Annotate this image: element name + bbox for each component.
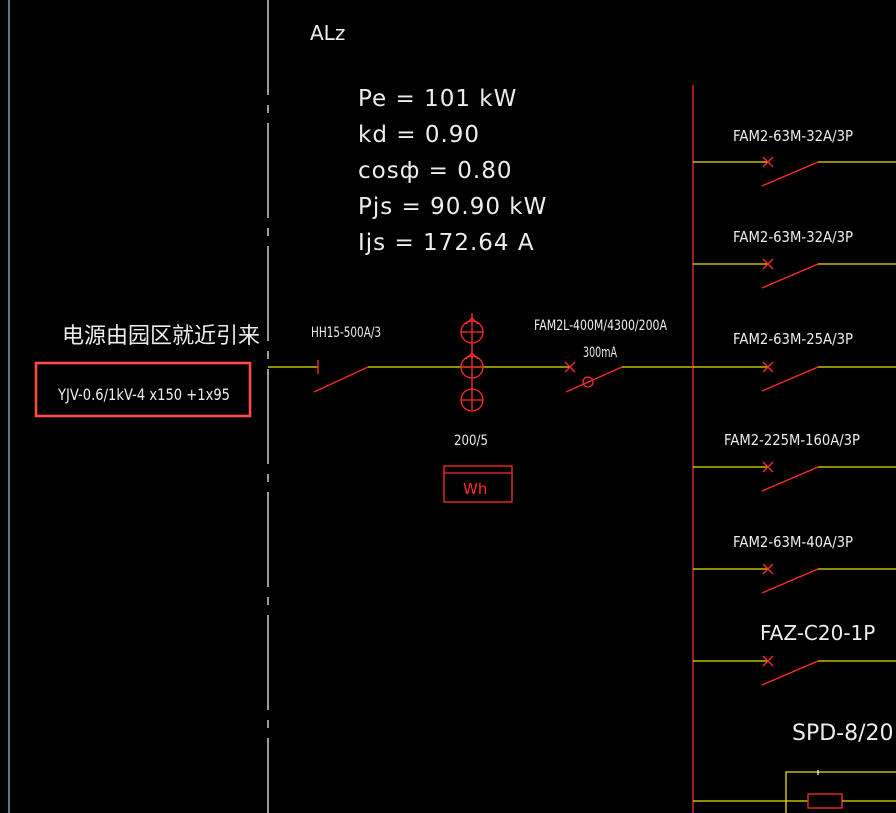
current-transformer-icon: [460, 313, 484, 412]
ct-ratio: 200/5: [454, 433, 488, 449]
branch-breaker-label: FAM2-63M-32A/3P: [733, 127, 853, 145]
branch-breaker-label: FAM2-63M-32A/3P: [733, 228, 853, 246]
branch-circuit-2: FAM2-63M-32A/3P: [693, 228, 896, 289]
breaker-contact-icon: [761, 466, 819, 492]
branch-circuits: FAM2-63M-32A/3P FAM2-63M-32A/3P FAM2-63M-2…: [693, 127, 896, 686]
calc-kd: kd = 0.90: [358, 122, 480, 148]
breaker-cross-icon: [762, 563, 774, 575]
source-title: 电源由园区就近引来: [62, 324, 260, 349]
main-breaker-icon: [548, 361, 693, 393]
calc-ijs: Ijs = 172.64 A: [358, 230, 535, 256]
calc-cos: cosф = 0.80: [358, 158, 512, 184]
leakage-label: 300mA: [583, 345, 617, 361]
spd-icon: [693, 770, 896, 813]
breaker-contact-icon: [761, 366, 819, 392]
isolator-label: HH15-500A/3: [311, 325, 381, 341]
cable-highlight-box: [34, 361, 252, 418]
breaker-contact-icon: [761, 568, 819, 594]
breaker-cross-icon: [762, 461, 774, 473]
breaker-cross-icon: [762, 156, 774, 168]
spd-label: SPD-8/20: [792, 721, 894, 746]
branch-breaker-label: FAM2-225M-160A/3P: [724, 431, 860, 449]
calc-pe: Pe = 101 kW: [358, 86, 517, 112]
panel-name: ALz: [310, 21, 345, 45]
breaker-cross-icon: [762, 258, 774, 270]
isolator-switch: [313, 360, 548, 393]
branch-breaker-label: FAM2-63M-25A/3P: [733, 330, 853, 348]
branch-circuit-5: FAM2-63M-40A/3P: [693, 533, 896, 594]
branch-breaker-label: FAM2-63M-40A/3P: [733, 533, 853, 551]
breaker-cross-icon: [762, 361, 774, 373]
breaker-contact-icon: [761, 263, 819, 289]
energy-meter-icon: [443, 465, 513, 503]
load-calculation: Pe = 101 kW kd = 0.90 cosф = 0.80 Pjs = …: [358, 86, 547, 256]
breaker-contact-icon: [761, 660, 819, 686]
cable-spec: YJV-0.6/1kV-4 x150 +1x95: [57, 385, 230, 404]
breaker-contact-icon: [761, 161, 819, 187]
branch-circuit-1: FAM2-63M-32A/3P: [693, 127, 896, 187]
calc-pjs: Pjs = 90.90 kW: [358, 194, 547, 220]
branch-circuit-3: FAM2-63M-25A/3P: [693, 330, 896, 392]
main-breaker-label: FAM2L-400M/4300/200A: [534, 318, 667, 334]
branch-breaker-label: FAZ-C20-1P: [760, 621, 875, 645]
breaker-cross-icon: [762, 655, 774, 667]
meter-label: Wh: [463, 480, 487, 498]
branch-circuit-4: FAM2-225M-160A/3P: [693, 431, 896, 492]
branch-circuit-6: FAZ-C20-1P: [693, 621, 896, 686]
